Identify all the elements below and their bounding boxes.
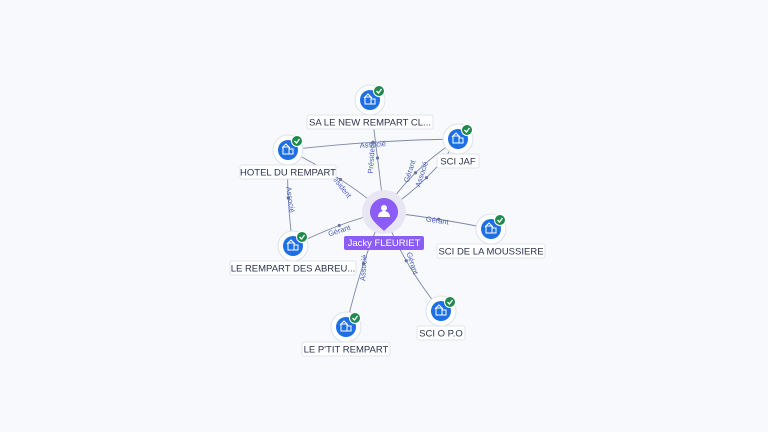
edge-arrow-center-po (404, 259, 408, 263)
edge-arrow-center-hotel (338, 177, 343, 182)
verified-check-icon (291, 135, 303, 147)
building-icon (281, 143, 294, 155)
company-node-jaf[interactable]: SCI JAF (436, 123, 480, 169)
center-label: Jacky FLEURIET (348, 238, 421, 249)
edge-arrow-center-jaf (413, 171, 418, 175)
node-label: SCI DE LA MOUSSIERE (438, 247, 543, 258)
building-icon (484, 222, 497, 234)
company-node-new[interactable]: SA LE NEW REMPART CL... (306, 84, 434, 130)
building-icon (286, 239, 299, 251)
nodes-layer: SA LE NEW REMPART CL... HOTEL DU REMPART S… (229, 84, 546, 357)
verified-check-icon (296, 231, 308, 243)
node-label: HOTEL DU REMPART (240, 168, 336, 179)
node-label-box (239, 164, 337, 180)
center-person-node[interactable]: Jacky FLEURIET (344, 190, 424, 250)
center-label-box (344, 236, 424, 250)
building-icon (434, 304, 447, 316)
node-label-box (229, 260, 357, 276)
verified-check-icon (373, 85, 385, 97)
node-label: SA LE NEW REMPART CL... (309, 118, 431, 129)
company-node-moussiere[interactable]: SCI DE LA MOUSSIERE (436, 213, 546, 259)
node-label-box (301, 341, 391, 357)
company-node-ptit[interactable]: LE P'TIT REMPART (301, 311, 391, 357)
edge-arrow-center-moussiere (437, 217, 441, 221)
edge-label: Président (366, 141, 377, 174)
edge-arrow-center-ptit (361, 262, 366, 266)
building-icon (363, 93, 376, 105)
edge-label: Gérant (405, 251, 421, 276)
node-label-box (416, 325, 466, 341)
verified-check-icon (461, 124, 473, 136)
edge-label: Associé (359, 139, 386, 150)
edge-label: Associé (284, 186, 297, 213)
node-label: SCI O P.O (419, 329, 463, 340)
company-node-hotel[interactable]: HOTEL DU REMPART (239, 134, 337, 180)
company-node-abreu[interactable]: LE REMPART DES ABREU... (229, 230, 357, 276)
verified-check-icon (444, 296, 456, 308)
node-label: SCI JAF (440, 157, 476, 168)
edge-arrow-hotel-abreu (286, 196, 290, 200)
node-label-box (436, 243, 546, 259)
edge-arrow-center-abreu (337, 223, 341, 228)
verified-check-icon (349, 312, 361, 324)
edge-label: Gérant (425, 214, 450, 226)
edge-arrow-center-jaf (424, 176, 429, 180)
node-label: LE REMPART DES ABREU... (231, 264, 356, 275)
person-icon (378, 205, 390, 217)
node-label-box (306, 114, 434, 130)
node-label: LE P'TIT REMPART (304, 345, 389, 356)
node-label-box (436, 153, 480, 169)
building-icon (339, 320, 352, 332)
edge-label: Associé (358, 254, 369, 281)
edge-arrow-hotel-jaf (371, 140, 375, 144)
building-icon (451, 132, 464, 144)
verified-check-icon (494, 214, 506, 226)
edge-arrow-center-new (375, 156, 380, 160)
company-node-po[interactable]: SCI O P.O (416, 295, 466, 341)
